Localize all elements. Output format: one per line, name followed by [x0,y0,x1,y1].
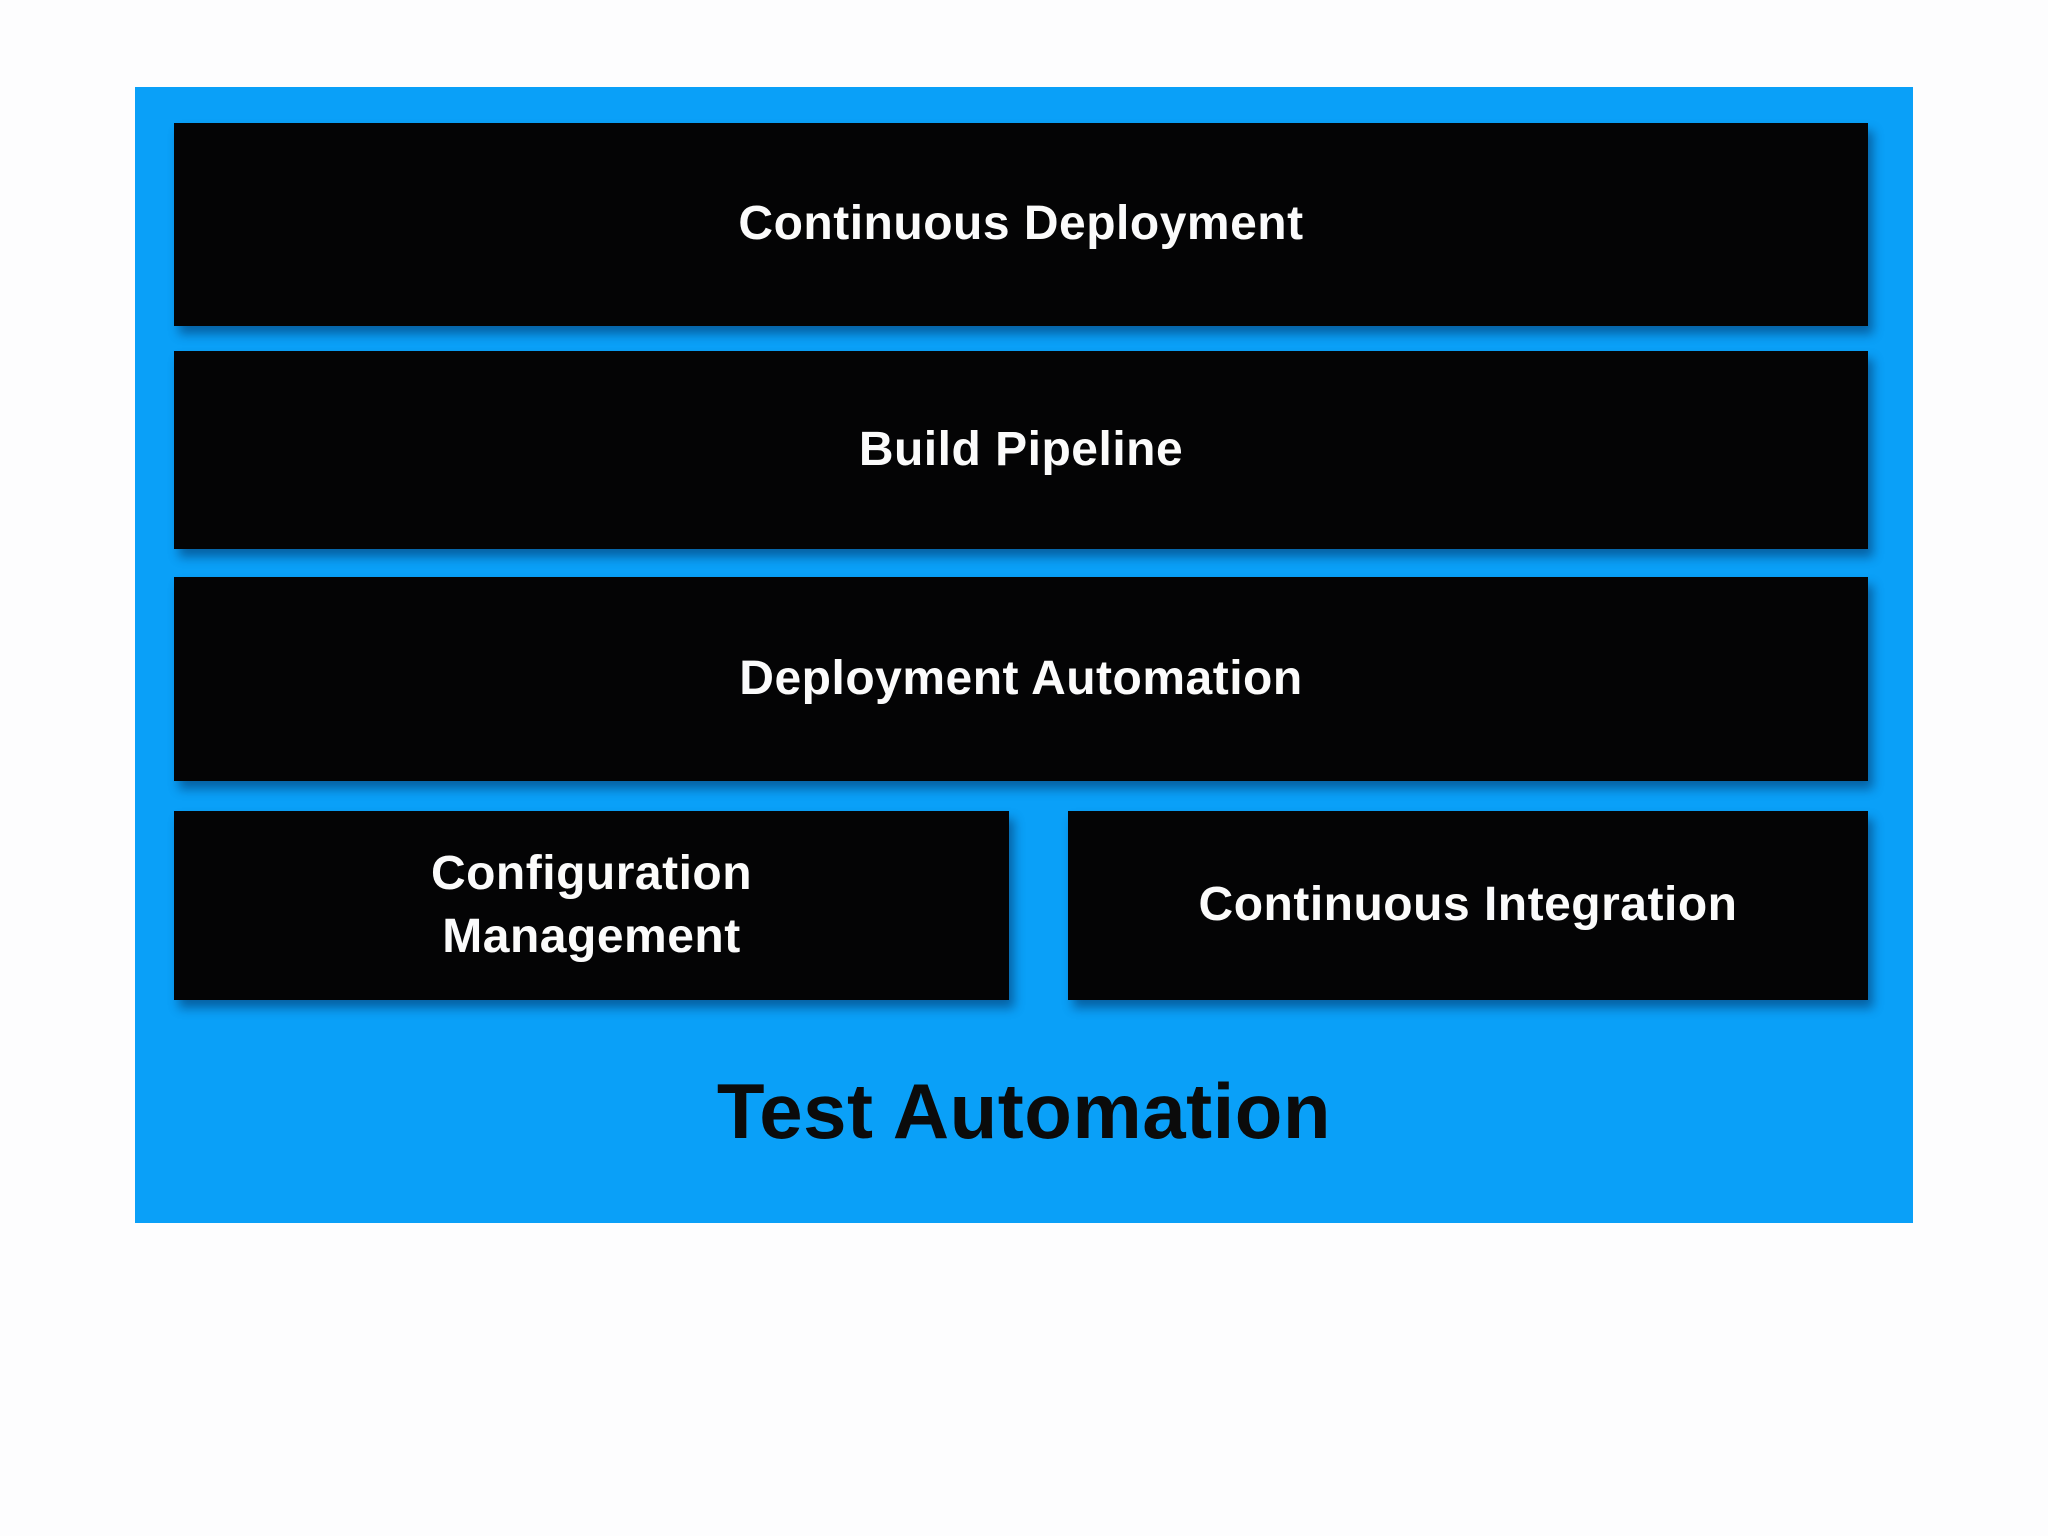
layer-build-pipeline: Build Pipeline [174,351,1868,549]
layer-configuration-management: Configuration Management [174,811,1009,1000]
container-title: Test Automation [716,1067,1332,1155]
layer-deployment-automation: Deployment Automation [174,577,1868,781]
container-title-area: Test Automation [135,1000,1913,1223]
layer-label: Deployment Automation [739,651,1303,705]
test-automation-container: Continuous Deployment Build Pipeline Dep… [135,87,1913,1223]
layer-continuous-integration: Continuous Integration [1068,811,1868,1000]
layer-label: Configuration Management [430,847,753,963]
layer-continuous-deployment: Continuous Deployment [174,123,1868,326]
layer-label: Continuous Integration [1198,878,1738,932]
layer-label: Build Pipeline [858,422,1184,476]
layer-label: Continuous Deployment [738,197,1304,251]
